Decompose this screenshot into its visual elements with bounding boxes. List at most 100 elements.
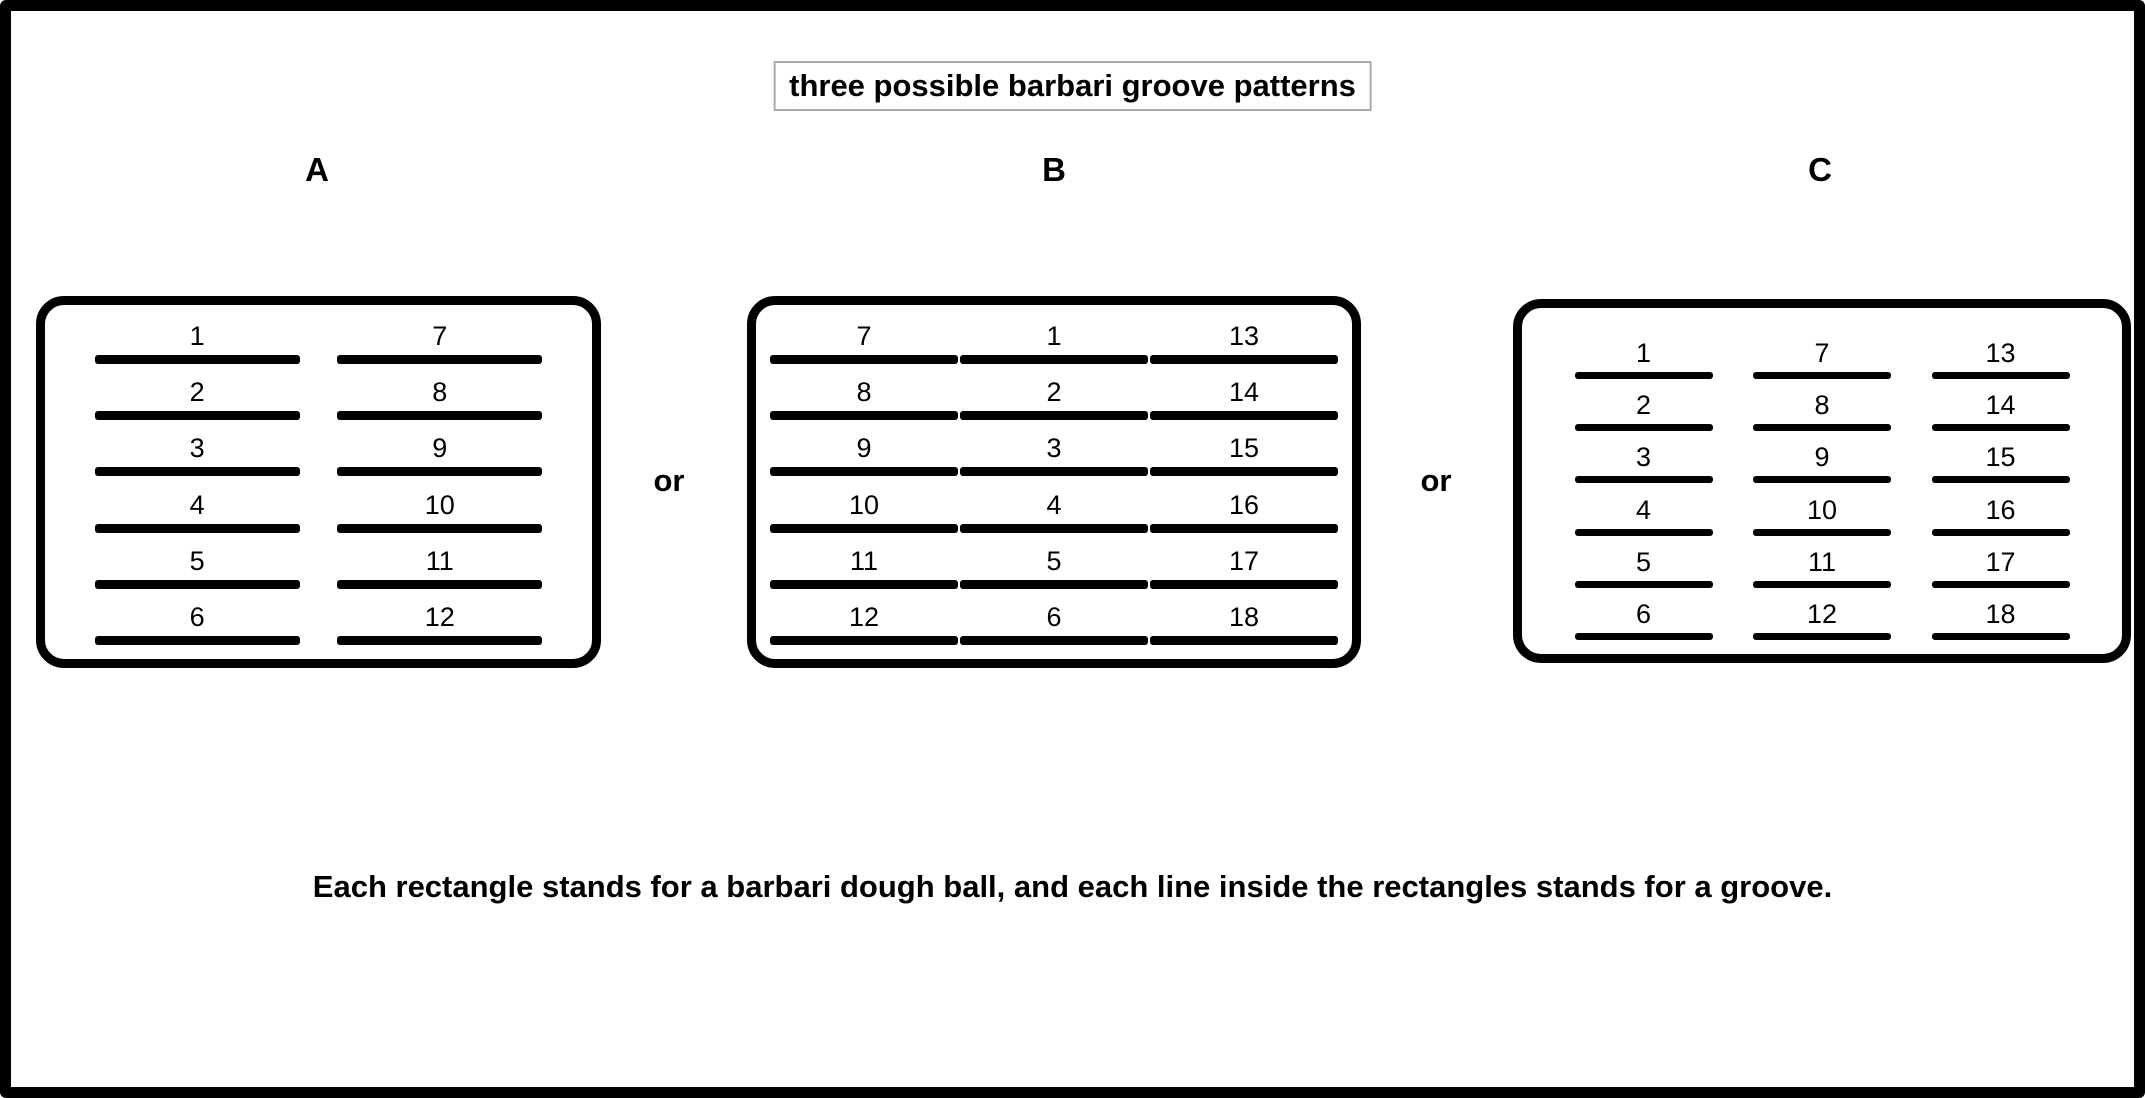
groove-line bbox=[94, 355, 300, 365]
groove: 8 bbox=[770, 377, 958, 421]
groove-number: 4 bbox=[1635, 494, 1652, 525]
groove-line bbox=[770, 523, 958, 533]
groove: 5 bbox=[960, 546, 1148, 589]
groove: 6 bbox=[1574, 598, 1713, 640]
groove: 1 bbox=[960, 321, 1148, 365]
groove: 7 bbox=[1753, 338, 1891, 380]
groove-number: 6 bbox=[1046, 601, 1062, 632]
groove: 3 bbox=[960, 433, 1148, 477]
groove-number: 12 bbox=[848, 601, 880, 632]
groove-number: 15 bbox=[1228, 433, 1260, 464]
groove-number: 2 bbox=[1635, 390, 1652, 421]
groove: 2 bbox=[1574, 390, 1713, 432]
groove-line bbox=[337, 467, 543, 477]
groove: 10 bbox=[337, 489, 543, 533]
groove: 18 bbox=[1150, 602, 1338, 645]
groove-number: 16 bbox=[1228, 489, 1260, 520]
groove-line bbox=[770, 467, 958, 477]
groove-number: 5 bbox=[1635, 546, 1652, 577]
groove-line bbox=[1931, 372, 2070, 380]
groove: 14 bbox=[1150, 377, 1338, 421]
groove: 14 bbox=[1931, 390, 2070, 432]
groove: 10 bbox=[1753, 495, 1891, 536]
groove-number: 10 bbox=[1806, 494, 1838, 525]
groove: 15 bbox=[1150, 433, 1338, 477]
groove-line bbox=[960, 411, 1148, 421]
groove-number: 7 bbox=[432, 321, 448, 351]
groove-number: 8 bbox=[856, 377, 872, 408]
groove: 18 bbox=[1931, 599, 2070, 640]
groove-number: 5 bbox=[189, 545, 205, 576]
groove-line bbox=[1150, 635, 1338, 645]
groove: 7 bbox=[770, 321, 958, 365]
groove-number: 9 bbox=[856, 433, 872, 464]
groove-line bbox=[1931, 632, 2070, 640]
groove-line bbox=[1753, 372, 1891, 380]
groove-line bbox=[1753, 476, 1891, 484]
groove-line bbox=[1150, 579, 1338, 589]
groove-number: 14 bbox=[1228, 377, 1260, 408]
groove-line bbox=[770, 635, 958, 645]
groove-line bbox=[337, 579, 543, 589]
groove: 11 bbox=[770, 546, 958, 589]
groove-line bbox=[1574, 632, 1713, 640]
groove: 3 bbox=[94, 433, 300, 477]
groove-line bbox=[337, 411, 543, 421]
groove-line bbox=[1574, 580, 1713, 588]
groove: 1 bbox=[1574, 338, 1713, 380]
groove-number: 10 bbox=[424, 489, 455, 520]
groove-number: 6 bbox=[1635, 598, 1652, 629]
groove: 8 bbox=[1753, 390, 1891, 432]
groove-line bbox=[1753, 580, 1891, 588]
groove-number: 17 bbox=[1985, 546, 2016, 577]
diagram-caption: Each rectangle stands for a barbari doug… bbox=[312, 869, 1833, 904]
groove: 4 bbox=[94, 489, 300, 533]
groove-line bbox=[337, 523, 543, 533]
groove: 2 bbox=[960, 377, 1148, 421]
groove-line bbox=[960, 523, 1148, 533]
groove-number: 4 bbox=[189, 489, 205, 520]
groove-line bbox=[1150, 523, 1338, 533]
groove-number: 14 bbox=[1985, 390, 2016, 421]
pattern-label-b: B bbox=[1042, 151, 1066, 188]
groove-column: 1 2 3 4 5 6 bbox=[960, 321, 1148, 645]
groove: 12 bbox=[1753, 599, 1891, 640]
groove: 9 bbox=[770, 433, 958, 477]
groove: 7 bbox=[337, 321, 543, 365]
groove-number: 7 bbox=[856, 321, 872, 351]
groove-number: 15 bbox=[1985, 442, 2016, 473]
groove-number: 5 bbox=[1046, 545, 1062, 576]
groove-line bbox=[94, 467, 300, 477]
groove: 1 bbox=[94, 321, 300, 365]
groove-number: 12 bbox=[1806, 598, 1838, 629]
groove-line bbox=[1574, 476, 1713, 484]
diagram-title: three possible barbari groove patterns bbox=[773, 61, 1372, 111]
groove-number: 18 bbox=[1228, 601, 1260, 632]
groove: 4 bbox=[960, 490, 1148, 533]
groove-line bbox=[1753, 528, 1891, 536]
groove: 4 bbox=[1574, 494, 1713, 536]
groove-line bbox=[94, 579, 300, 589]
groove-line bbox=[1931, 424, 2070, 432]
groove-number: 11 bbox=[425, 545, 454, 576]
groove-number: 13 bbox=[1228, 321, 1260, 351]
groove-number: 4 bbox=[1046, 489, 1062, 520]
groove: 8 bbox=[337, 377, 543, 421]
groove: 2 bbox=[94, 377, 300, 421]
groove: 11 bbox=[337, 545, 543, 589]
groove-number: 1 bbox=[1046, 321, 1062, 351]
groove-line bbox=[1931, 580, 2070, 588]
groove-number: 11 bbox=[849, 545, 879, 576]
groove-number: 17 bbox=[1228, 545, 1260, 576]
groove: 13 bbox=[1150, 321, 1338, 365]
groove: 15 bbox=[1931, 442, 2070, 484]
groove-line bbox=[94, 411, 300, 421]
